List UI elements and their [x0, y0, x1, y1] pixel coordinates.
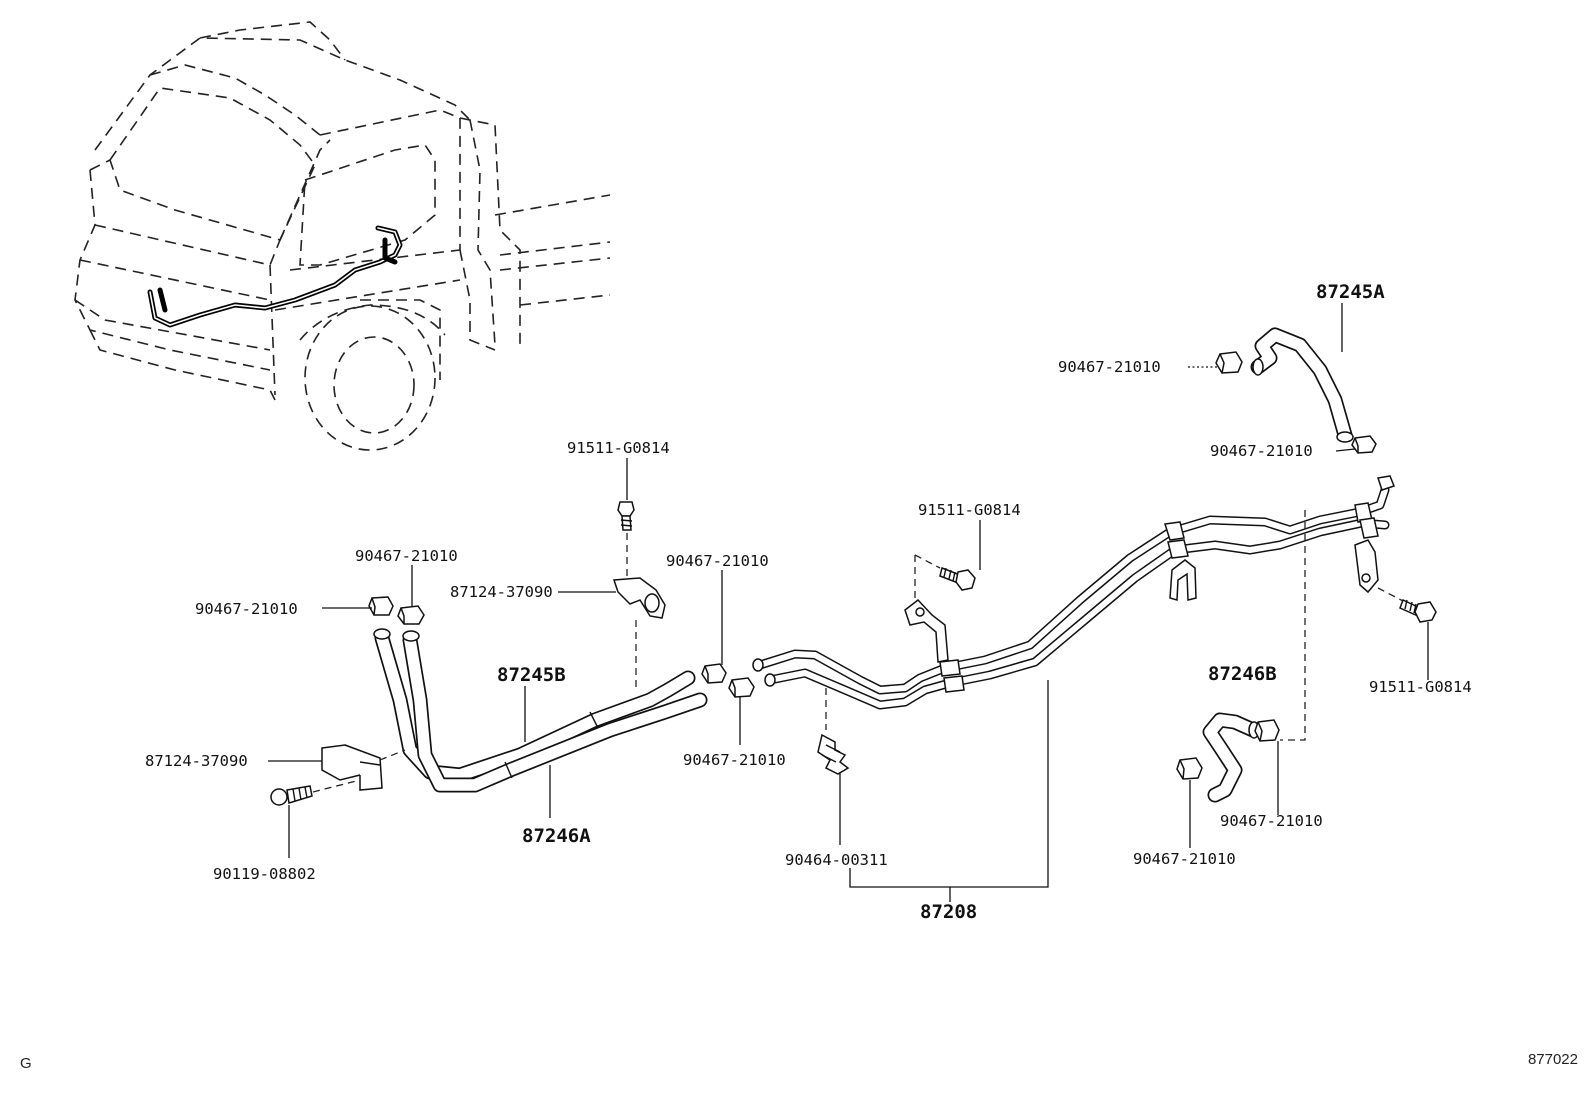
label-90467-21010-r2: 90467-21010 [1210, 442, 1313, 460]
label-87246B: 87246B [1208, 663, 1277, 685]
pipe-clamp-bracket-icon [612, 577, 666, 619]
heater-hose-87246A-icon [402, 632, 708, 793]
footer-right-code: 877022 [1528, 1051, 1578, 1068]
label-90467-21010-mid-top: 90467-21010 [666, 552, 769, 570]
flange-bolt-icon [617, 501, 635, 531]
label-90467-21010-b: 90467-21010 [195, 600, 298, 618]
pipe-clamp-bracket-icon [321, 744, 383, 791]
truck-cab-outline-icon [74, 21, 611, 451]
heater-hose-87245A-icon [1250, 327, 1354, 443]
hose-clamp-icon [701, 663, 727, 684]
heater-hose-87246B-icon [1202, 712, 1261, 803]
label-91511-G0814-right: 91511-G0814 [1369, 678, 1472, 696]
label-90467-21010-r1: 90467-21010 [1058, 358, 1161, 376]
label-90467-21010-a: 90467-21010 [355, 547, 458, 565]
label-91511-G0814-mid: 91511-G0814 [918, 501, 1021, 519]
label-87124-37090-left: 87124-37090 [145, 752, 248, 770]
hose-clamp-icon [1254, 719, 1280, 742]
label-87208: 87208 [920, 901, 977, 923]
label-90467-21010-r4: 90467-21010 [1133, 850, 1236, 868]
pipe-clamp-bracket-icon [1169, 559, 1197, 601]
hose-clamp-icon [728, 677, 755, 698]
label-87246A: 87246A [522, 825, 591, 847]
label-87245A: 87245A [1316, 281, 1385, 303]
hose-clamp-icon [1176, 757, 1203, 780]
label-90464-00311: 90464-00311 [785, 851, 888, 869]
flange-bolt-icon [270, 785, 313, 806]
pipe-clamp-bracket-icon [1354, 539, 1379, 594]
pipe-clamp-bracket-icon [904, 598, 949, 663]
label-87245B: 87245B [497, 664, 566, 686]
flange-bolt-icon [1399, 598, 1437, 623]
hose-clamp-icon [397, 605, 425, 625]
heater-water-pipe-icon [752, 475, 1395, 710]
label-90119-08802: 90119-08802 [213, 865, 316, 883]
hose-clamp-icon [1351, 435, 1377, 454]
heater-hose-87245B-icon [374, 630, 696, 783]
footer-left-code: G [20, 1055, 32, 1072]
flange-bolt-icon [939, 566, 976, 591]
label-91511-G0814-top: 91511-G0814 [567, 439, 670, 457]
leader-lines [268, 303, 1429, 902]
label-87124-37090-top: 87124-37090 [450, 583, 553, 601]
pipe-clip-icon [817, 733, 850, 775]
label-90467-21010-r3: 90467-21010 [1220, 812, 1323, 830]
label-90467-21010-mid-bottom: 90467-21010 [683, 751, 786, 769]
hose-clamp-icon [1215, 351, 1243, 374]
hose-clamp-icon [368, 596, 394, 616]
